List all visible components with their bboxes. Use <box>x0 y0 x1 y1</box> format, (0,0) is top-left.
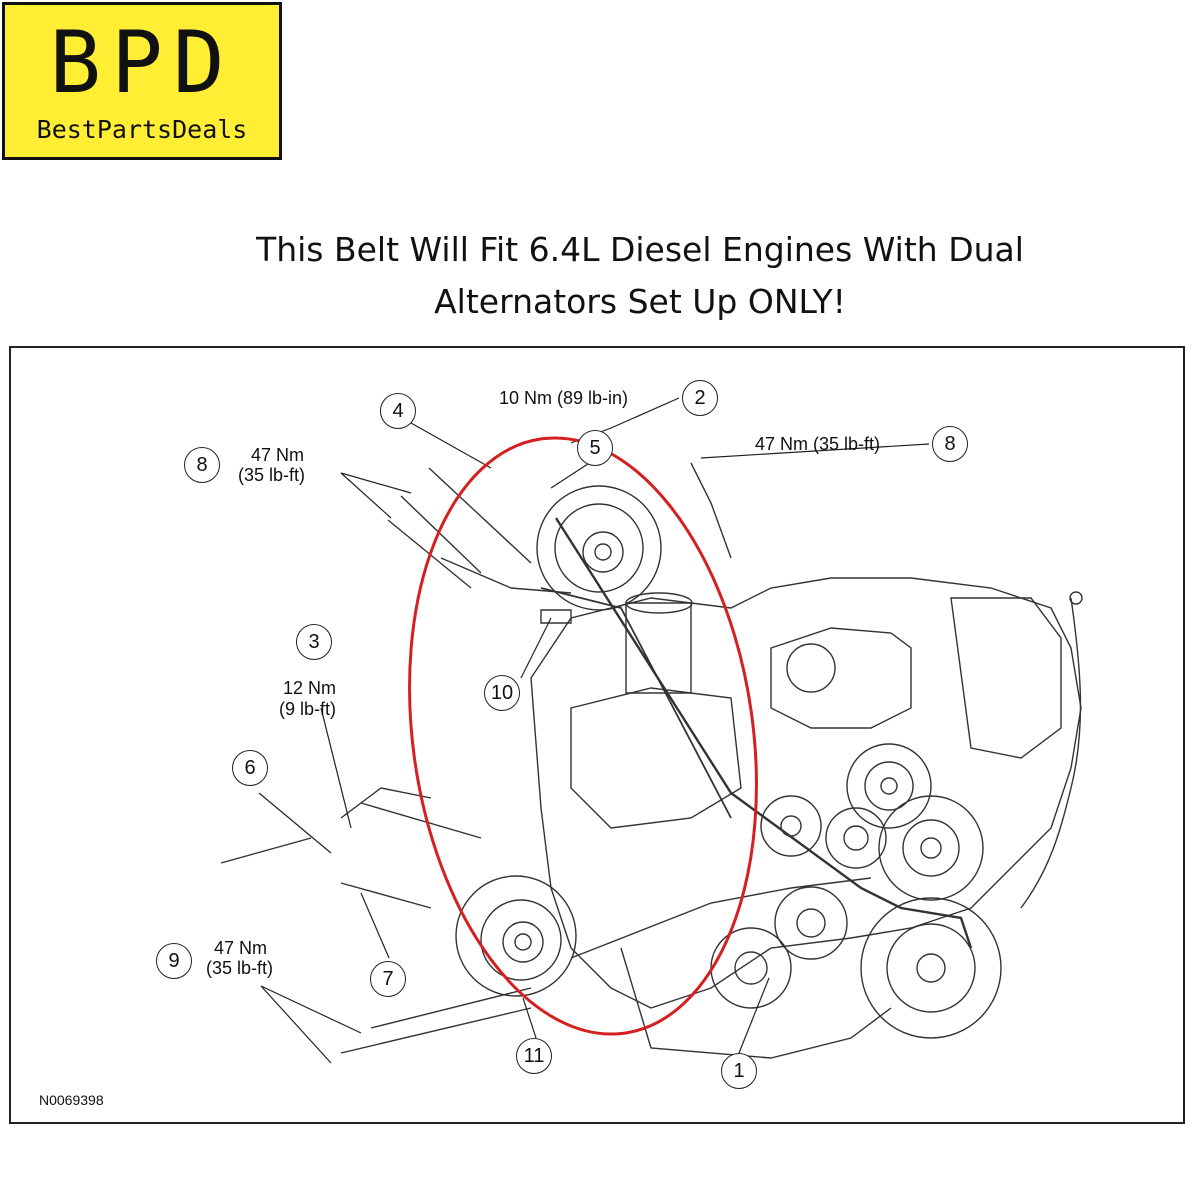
torque-label-9-value: 47 Nm <box>214 938 268 958</box>
engine-diagram: 4 2 5 8 8 3 10 6 7 9 11 1 10 Nm (89 lb-i… <box>9 346 1185 1124</box>
leader-8-left <box>340 472 412 519</box>
pulley-idler-a <box>846 743 932 829</box>
callout-7: 7 <box>370 961 406 997</box>
callout-9: 9 <box>156 943 192 979</box>
torque-label-2: 10 Nm (89 lb-in) <box>499 388 629 408</box>
torque-label-8-right: 47 Nm (35 lb-ft) <box>755 434 881 454</box>
pulley-fan <box>878 795 984 901</box>
headline-line-1: This Belt Will Fit 6.4L Diesel Engines W… <box>256 230 1024 269</box>
leader-8-right <box>700 443 930 459</box>
callout-2: 2 <box>682 380 718 416</box>
leader-6 <box>258 792 332 854</box>
leader-3 <box>320 707 352 829</box>
callout-6: 6 <box>232 750 268 786</box>
figure-id: N0069398 <box>39 1092 104 1108</box>
torque-label-3-value: 12 Nm <box>283 678 337 698</box>
callout-4: 4 <box>380 393 416 429</box>
pulley-tensioner <box>760 795 822 857</box>
callout-11: 11 <box>516 1038 552 1074</box>
callout-8-left: 8 <box>184 447 220 483</box>
leader-11 <box>522 997 537 1039</box>
headline-line-2: Alternators Set Up ONLY! <box>434 282 846 321</box>
callout-5: 5 <box>577 430 613 466</box>
torque-label-8-left-unit: (35 lb-ft) <box>238 465 306 485</box>
pulley-power-steering <box>710 927 792 1009</box>
leader-4 <box>410 422 492 469</box>
leader-10 <box>520 617 552 679</box>
leader-9 <box>260 985 362 1064</box>
torque-label-9-unit: (35 lb-ft) <box>206 958 274 978</box>
leader-5 <box>550 459 595 489</box>
pulley-lower-idler <box>774 886 848 960</box>
torque-label-3-unit: (9 lb-ft) <box>279 699 337 719</box>
leader-1 <box>738 977 770 1054</box>
pulley-idler-b <box>825 807 887 869</box>
logo-name: BestPartsDeals <box>36 115 248 144</box>
callout-1: 1 <box>721 1053 757 1089</box>
brand-logo: BPD BestPartsDeals <box>2 2 282 160</box>
leader-7 <box>360 892 390 959</box>
logo-mark: BPD <box>49 13 235 113</box>
lower-alternator <box>455 875 577 997</box>
pulley-crank <box>860 897 1002 1039</box>
callout-8-right: 8 <box>932 426 968 462</box>
drive-belt <box>554 517 973 949</box>
engine-block-outline <box>530 577 1082 1009</box>
callout-3: 3 <box>296 624 332 660</box>
dual-alternator-highlight <box>408 436 758 1036</box>
torque-label-8-left-value: 47 Nm <box>251 445 305 465</box>
upper-alternator <box>536 485 662 611</box>
callout-10: 10 <box>484 675 520 711</box>
